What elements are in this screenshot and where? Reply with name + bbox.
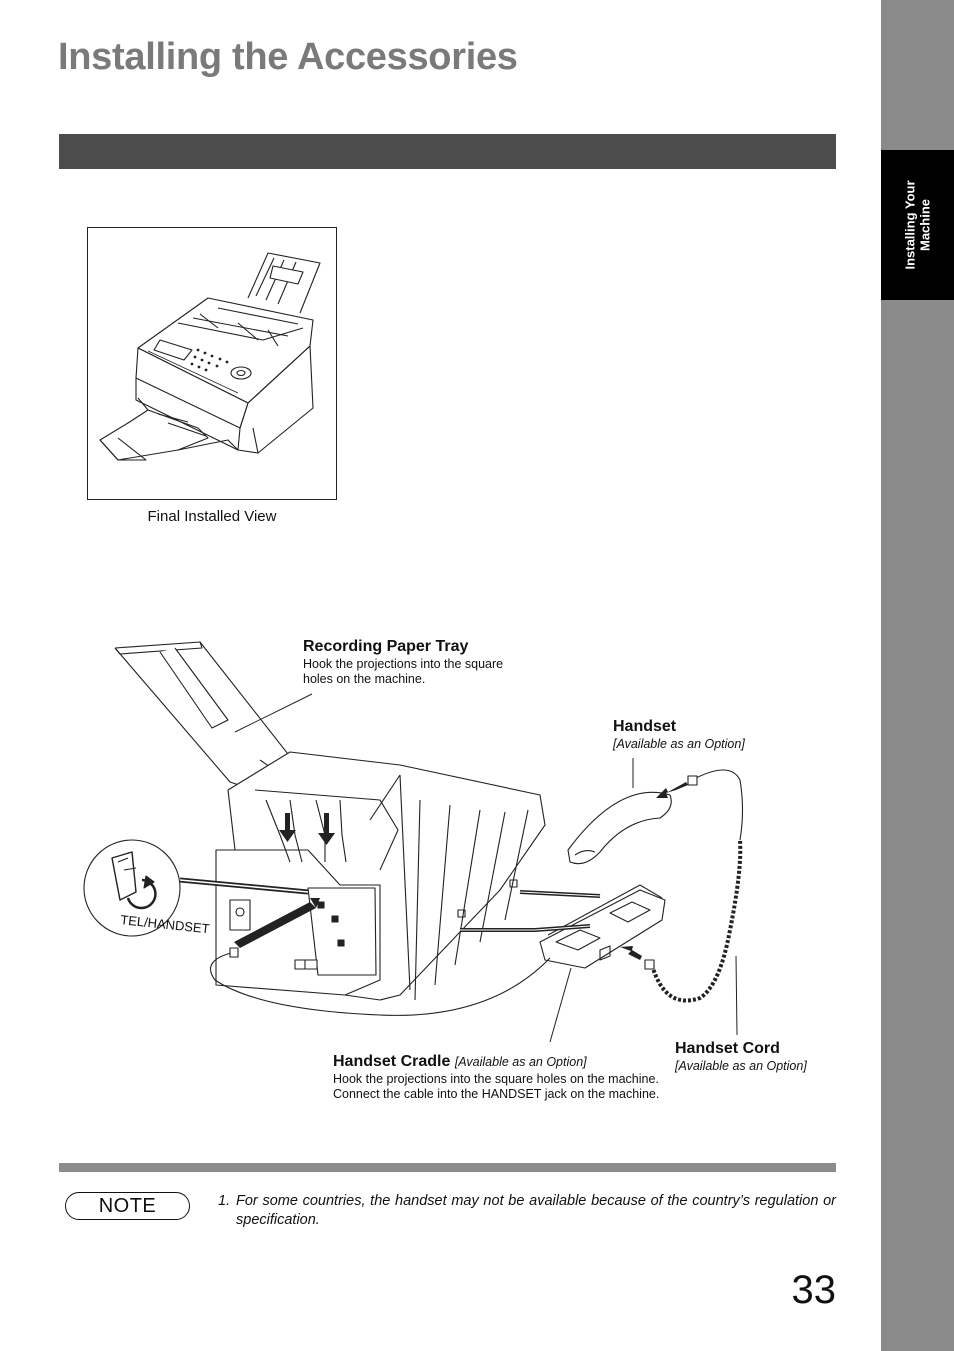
handset-illustration: [567, 791, 672, 865]
chapter-tab-label: Installing Your Machine: [881, 150, 954, 300]
fax-machine-back-illustration: [215, 751, 546, 1001]
chapter-tab-line-2: Machine: [917, 199, 933, 252]
recording-paper-tray-title: Recording Paper Tray: [303, 638, 469, 655]
handset-cord-note: [Available as an Option]: [675, 1059, 807, 1073]
handset-cradle-illustration: [460, 884, 666, 969]
note-item: 1. For some countries, the handset may n…: [218, 1192, 836, 1230]
note-item-number: 1.: [218, 1193, 231, 1209]
handset-cradle-desc: Hook the projections into the square hol…: [333, 1072, 660, 1101]
handset-cradle-note: [Available as an Option]: [454, 1055, 587, 1069]
leader-lines: [234, 693, 738, 1043]
cords-illustration: [210, 769, 744, 1016]
note-badge: NOTE: [65, 1192, 190, 1220]
section-header-bar: [59, 134, 836, 169]
handset-note: [Available as an Option]: [613, 737, 745, 751]
insertion-arrows: [234, 782, 688, 960]
tel-handset-jack-zoom: [83, 839, 309, 937]
page-number: 33: [791, 1268, 837, 1312]
final-installed-view-caption: Final Installed View: [147, 508, 277, 525]
accessory-installation-diagram: TEL/HANDSET: [83, 641, 744, 1043]
handset-cradle-heading: Handset Cradle [Available as an Option]: [333, 1053, 587, 1071]
recording-paper-tray-desc: Hook the projections into the square hol…: [303, 657, 504, 686]
handset-title: Handset: [613, 718, 677, 735]
note-divider: [59, 1163, 836, 1172]
fax-machine-illustration: [99, 252, 321, 461]
page-title: Installing the Accessories: [58, 36, 518, 78]
handset-cradle-title: Handset Cradle: [333, 1053, 451, 1070]
handset-cord-title: Handset Cord: [675, 1040, 780, 1057]
final-installed-view-figure: [87, 227, 337, 500]
chapter-tab-line-1: Installing Your: [902, 180, 918, 270]
chapter-tab: [881, 150, 954, 300]
note-item-text: For some countries, the handset may not …: [236, 1193, 836, 1228]
